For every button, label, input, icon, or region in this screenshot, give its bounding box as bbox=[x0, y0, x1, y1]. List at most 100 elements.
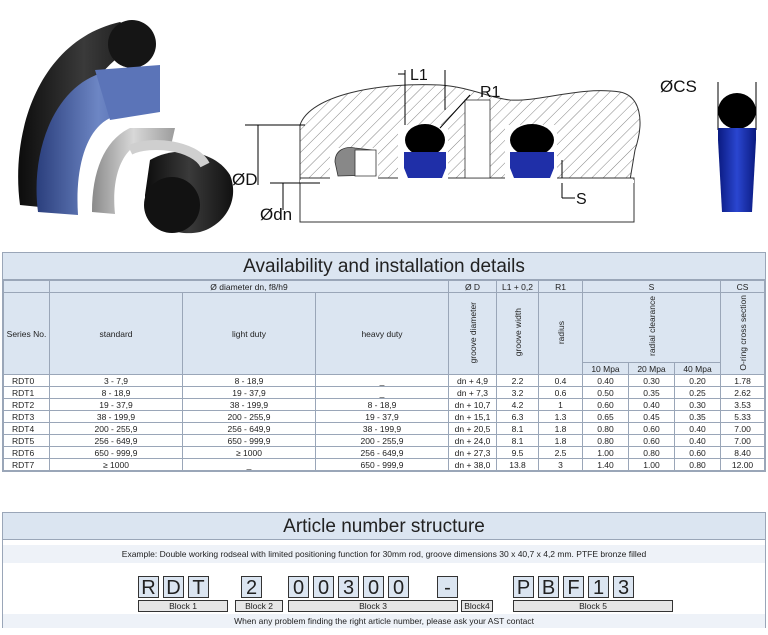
article-block-label: Block 3 bbox=[288, 600, 458, 612]
header-40mpa: 40 Mpa bbox=[673, 362, 722, 375]
table-cell: 38 - 199,9 bbox=[182, 398, 316, 411]
groove-cross-section: L1 R1 ØD Ødn S bbox=[232, 67, 641, 224]
article-block-label: Block 2 bbox=[235, 600, 283, 612]
table-cell: 0.25 bbox=[673, 386, 722, 399]
article-block-label: Block 5 bbox=[513, 600, 673, 612]
seal-illustrations: L1 R1 ØD Ødn S ØCS bbox=[18, 20, 757, 234]
table-cell: dn + 27,3 bbox=[448, 446, 497, 459]
table-cell: 7.00 bbox=[720, 434, 766, 447]
table-cell: 19 - 37,9 bbox=[315, 410, 449, 423]
rod-body bbox=[299, 177, 635, 223]
oring-profile bbox=[718, 93, 756, 129]
oring-3d-cap bbox=[108, 20, 156, 68]
series-cell: RDT4 bbox=[3, 422, 50, 435]
series-cell: RDT3 bbox=[3, 410, 50, 423]
table-cell: 1.00 bbox=[628, 458, 675, 471]
label-d: ØD bbox=[232, 170, 258, 189]
table-cell: 4.2 bbox=[496, 398, 539, 411]
series-cell: RDT1 bbox=[3, 386, 50, 399]
article-block-label: Block4 bbox=[461, 600, 493, 612]
table-cell: 0.45 bbox=[628, 410, 675, 423]
table-cell: dn + 24,0 bbox=[448, 434, 497, 447]
header-s: S bbox=[581, 280, 722, 293]
article-example: Example: Double working rodseal with lim… bbox=[3, 545, 765, 563]
table-cell: dn + 15,1 bbox=[448, 410, 497, 423]
table-cell: 0.30 bbox=[673, 398, 722, 411]
series-cell: RDT6 bbox=[3, 446, 50, 459]
table-cell: 0.35 bbox=[628, 386, 675, 399]
table-cell: 0.30 bbox=[628, 374, 675, 387]
header-r1: R1 bbox=[538, 280, 583, 293]
article-char-box: 3 bbox=[613, 576, 634, 599]
header-series: Series No. bbox=[3, 292, 50, 375]
table-cell: 1.8 bbox=[538, 434, 583, 447]
table-cell: ≥ 1000 bbox=[49, 458, 183, 471]
table-cell: 12.00 bbox=[720, 458, 766, 471]
header-standard: standard bbox=[49, 292, 183, 375]
table-cell: 7.00 bbox=[720, 422, 766, 435]
table-cell: 0.60 bbox=[582, 398, 629, 411]
table-cell: 0.6 bbox=[538, 386, 583, 399]
availability-section: Availability and installation details Ø … bbox=[2, 252, 766, 472]
header-heavy-duty: heavy duty bbox=[315, 292, 449, 375]
header-light-duty: light duty bbox=[182, 292, 316, 375]
table-cell: 38 - 199,9 bbox=[315, 422, 449, 435]
table-cell: 0.4 bbox=[538, 374, 583, 387]
table-cell: 3.53 bbox=[720, 398, 766, 411]
label-s: S bbox=[576, 191, 587, 208]
article-char-box: 0 bbox=[363, 576, 384, 599]
table-cell: 0.60 bbox=[628, 434, 675, 447]
table-cell: 13.8 bbox=[496, 458, 539, 471]
table-cell: 0.20 bbox=[673, 374, 722, 387]
series-cell: RDT0 bbox=[3, 374, 50, 387]
article-char-box: - bbox=[437, 576, 458, 599]
header-cs: CS bbox=[720, 280, 766, 293]
table-cell: 0.50 bbox=[582, 386, 629, 399]
table-cell: 650 - 999,9 bbox=[49, 446, 183, 459]
seal-ring-profile bbox=[718, 128, 756, 212]
table-cell: 1.00 bbox=[582, 446, 629, 459]
label-dn: Ødn bbox=[260, 205, 292, 224]
table-cell: 2.5 bbox=[538, 446, 583, 459]
table-cell: 650 - 999,9 bbox=[182, 434, 316, 447]
table-cell: 0.40 bbox=[582, 374, 629, 387]
table-cell: dn + 20,5 bbox=[448, 422, 497, 435]
table-cell: 0.40 bbox=[673, 422, 722, 435]
table-cell: 1.8 bbox=[538, 422, 583, 435]
table-cell: 256 - 649,9 bbox=[182, 422, 316, 435]
table-cell: 8 - 18,9 bbox=[49, 386, 183, 399]
series-cell: RDT7 bbox=[3, 458, 50, 471]
header-groove-diameter: groove diameter bbox=[467, 301, 478, 364]
oring-left bbox=[405, 124, 445, 156]
table-cell: 1 bbox=[538, 398, 583, 411]
table-cell: _ bbox=[315, 374, 449, 387]
table-cell: 9.5 bbox=[496, 446, 539, 459]
availability-title: Availability and installation details bbox=[3, 253, 765, 280]
seal-3d-render bbox=[18, 20, 234, 234]
article-section: Article number structure Example: Double… bbox=[2, 512, 766, 628]
label-l1: L1 bbox=[410, 67, 428, 84]
table-cell: 1.3 bbox=[538, 410, 583, 423]
table-cell: _ bbox=[182, 458, 316, 471]
illustration-area: L1 R1 ØD Ødn S ØCS bbox=[0, 0, 768, 250]
availability-table: Ø diameter dn, f8/h9 Ø D L1 + 0,2 R1 S C… bbox=[3, 280, 766, 471]
seal-ring-left bbox=[404, 152, 446, 178]
table-cell: 6.3 bbox=[496, 410, 539, 423]
article-char-box: T bbox=[188, 576, 209, 599]
header-oring-cross-section: O-ring cross section bbox=[737, 294, 748, 371]
table-cell: 256 - 649,9 bbox=[315, 446, 449, 459]
table-cell: 8.40 bbox=[720, 446, 766, 459]
article-char-box: 3 bbox=[338, 576, 359, 599]
table-cell: 3 - 7,9 bbox=[49, 374, 183, 387]
seal-ring-right bbox=[510, 152, 554, 178]
article-char-box: R bbox=[138, 576, 159, 599]
table-cell: 3 bbox=[538, 458, 583, 471]
table-cell: 256 - 649,9 bbox=[49, 434, 183, 447]
article-char-box: 2 bbox=[241, 576, 262, 599]
